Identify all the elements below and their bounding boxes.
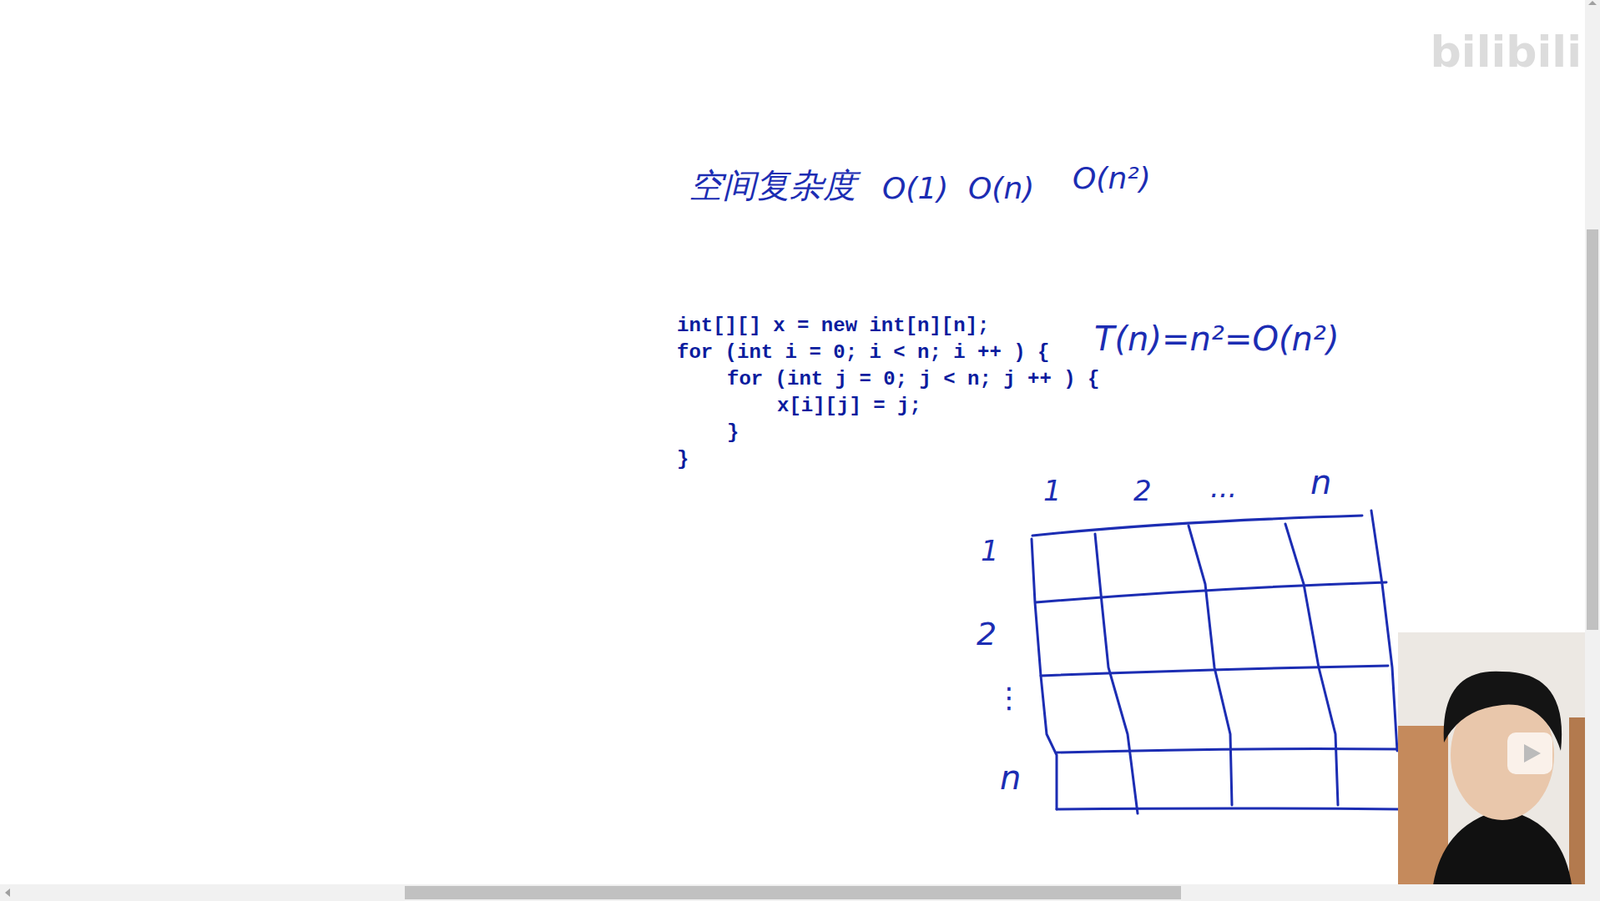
column-index: 1: [1043, 475, 1062, 507]
code-line: int[][] x = new int[n][n];: [676, 315, 990, 338]
row-index: ⋮: [994, 682, 1024, 714]
complexity-class: O(n²): [1072, 161, 1151, 196]
column-index: 2: [1133, 475, 1152, 507]
code-line: }: [676, 449, 689, 471]
row-index: n: [999, 759, 1021, 797]
row-index: 2: [976, 617, 997, 653]
code-line: for (int j = 0; j < n; j ++ ) {: [726, 368, 1100, 391]
code-line: }: [726, 422, 739, 445]
array-grid: [1031, 510, 1399, 814]
complexity-class: O(n): [968, 171, 1035, 206]
complexity-formula: T(n)=n²=O(n²): [1094, 320, 1340, 358]
webcam-overlay: [1398, 632, 1600, 901]
row-index: 1: [980, 535, 1000, 567]
heading: 空间复杂度: [689, 166, 857, 204]
watermark: bilibili: [1430, 28, 1582, 76]
column-index: n: [1310, 464, 1332, 501]
complexity-class: O(1): [882, 171, 949, 206]
code-line: for (int i = 0; i < n; i ++ ) {: [676, 342, 1050, 364]
column-index: ...: [1210, 472, 1237, 504]
code-line: x[i][j] = j;: [777, 395, 922, 418]
